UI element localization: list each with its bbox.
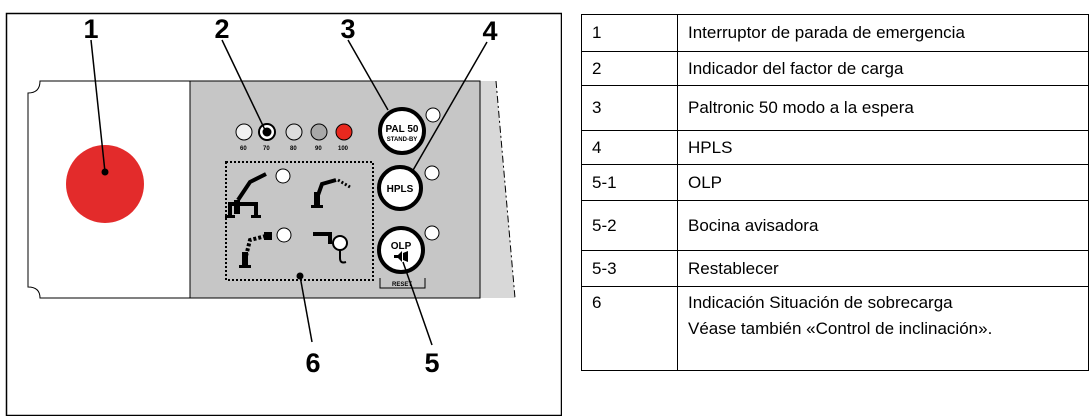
load-factor-indicator: 60 70 80 90 100 [235,123,353,152]
legend-desc: OLP [677,164,1089,201]
legend-row: 5-2 Bocina avisadora [581,200,1089,251]
leader-line-1 [90,39,106,173]
legend-row: 3 Paltronic 50 modo a la espera [581,85,1089,131]
pal50-standby-button[interactable] [378,107,426,155]
legend-row: 1 Interruptor de parada de emergencia [581,14,1089,52]
callout-5: 5 [424,348,439,378]
legend-num: 6 [581,286,678,371]
legend-row: 5-3 Restablecer [581,250,1089,287]
standby-label: STAND-BY [387,137,418,143]
callout-1: 1 [83,14,98,44]
housing-side-dash [495,80,516,299]
legend-row: 6 Indicación Situación de sobrecarga Véa… [581,286,1089,371]
legend-num: 3 [581,85,678,131]
callout-3: 3 [340,14,355,44]
scale-60: 60 [240,146,247,152]
scale-90: 90 [315,146,322,152]
led-90 [310,123,328,141]
leader-line-5 [402,261,433,346]
legend-desc: Bocina avisadora [677,200,1089,251]
hpls-label: HPLS [387,184,414,195]
leader-line-4 [411,41,488,173]
reset-bracket [379,278,426,289]
hpls-button[interactable] [377,165,423,211]
led-80 [285,123,303,141]
legend-num: 5-1 [581,164,678,201]
led-100 [335,123,353,141]
led-overload-2 [276,227,292,243]
olp-led [424,225,440,241]
housing-outline [27,80,190,299]
overload-indication-box [225,161,374,281]
crane-jib-icon [239,232,272,268]
olp-label: OLP [391,241,412,252]
pal50-label: PAL 50 [386,124,419,135]
leader-line-3 [347,39,389,111]
legend-desc: Restablecer [677,250,1089,287]
leader-line-2 [221,39,267,133]
legend-num: 5-3 [581,250,678,287]
legend-desc: Indicación Situación de sobrecarga Véase… [677,286,1089,371]
legend-desc-line1: Indicación Situación de sobrecarga [688,293,953,312]
olp-button[interactable] [377,226,425,274]
legend-desc: Indicador del factor de carga [677,51,1089,86]
winch-icon [313,232,348,264]
led-60 [235,123,253,141]
control-panel-figure: 60 70 80 90 100 PAL 50 STAND-BY HPLS OLP… [5,12,562,416]
legend-desc-line2: Véase también «Control de inclinación». [688,319,993,338]
reset-label: RESET [392,282,412,288]
legend-desc: HPLS [677,130,1089,165]
pal50-led [425,107,441,123]
scale-70: 70 [263,146,270,152]
crane-extension-icon [311,178,351,208]
legend-num: 4 [581,130,678,165]
legend-desc: Paltronic 50 modo a la espera [677,85,1089,131]
callout-6: 6 [305,348,320,378]
legend-num: 1 [581,14,678,52]
callout-4: 4 [482,16,497,46]
legend-desc: Interruptor de parada de emergencia [677,14,1089,52]
led-overload-1 [275,168,291,184]
scale-80: 80 [290,146,297,152]
housing-side [480,81,515,298]
hpls-led [424,165,440,181]
emergency-stop-button[interactable] [66,145,144,223]
leader-line-6 [299,275,313,343]
legend-num: 2 [581,51,678,86]
horn-icon [394,251,408,262]
legend-row: 5-1 OLP [581,164,1089,201]
scale-100: 100 [338,146,349,152]
legend-table: 1 Interruptor de parada de emergencia 2 … [581,14,1089,371]
crane-outrigger-icon [225,172,267,218]
legend-row: 4 HPLS [581,130,1089,165]
legend-num: 5-2 [581,200,678,251]
legend-row: 2 Indicador del factor de carga [581,51,1089,86]
callout-2: 2 [214,14,229,44]
